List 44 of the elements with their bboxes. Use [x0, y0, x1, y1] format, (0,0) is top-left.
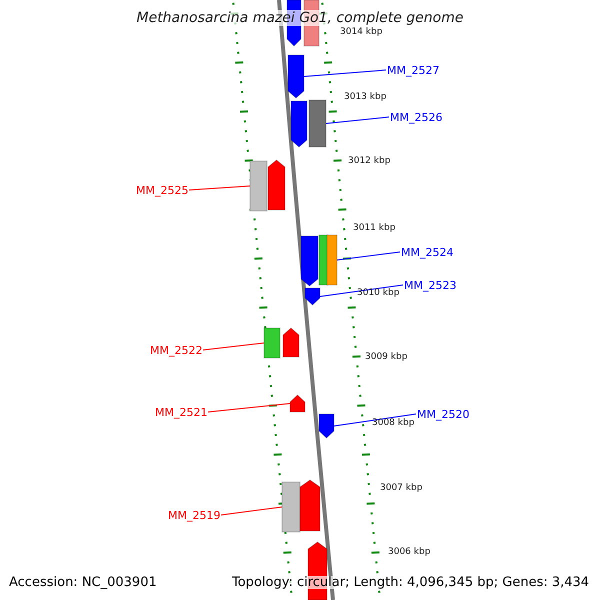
leader-line	[188, 186, 250, 190]
scale-label: 3009 kbp	[365, 352, 408, 362]
leader-line	[326, 116, 390, 124]
gene-block	[288, 54, 304, 99]
gene-label: MM_2522	[150, 344, 202, 356]
scale-label: 3010 kbp	[357, 288, 400, 298]
scale-label: 3011 kbp	[353, 224, 396, 232]
diagram-title: Methanosarcina mazei Go1, complete genome	[134, 10, 466, 26]
accession-text: Accession: NC_003901	[9, 576, 157, 588]
gene-block	[290, 100, 308, 148]
gene-block	[326, 234, 338, 286]
gene-label: MM_2526	[390, 112, 442, 122]
gene-block	[318, 414, 334, 439]
gene-block	[268, 159, 286, 210]
gene-block	[290, 394, 306, 412]
gene-label: MM_2521	[155, 406, 208, 418]
scale-label: 3014 kbp	[340, 28, 382, 36]
gene-block	[264, 328, 280, 358]
gene-block	[282, 482, 300, 532]
gene-label: MM_2523	[404, 280, 456, 290]
leader-line	[334, 414, 416, 426]
scale-label: 3008 kbp	[372, 418, 414, 428]
genome-info-text: Topology: circular; Length: 4,096,345 bp; Genes: 3,434	[232, 576, 590, 588]
gene-block	[304, 288, 320, 306]
gene-block	[282, 327, 300, 358]
gene-block	[308, 100, 326, 148]
gene-label: MM_2527	[387, 64, 440, 76]
leader-line	[220, 506, 282, 516]
scale-label: 3013 kbp	[344, 92, 386, 102]
gene-block	[318, 234, 328, 286]
gene-label: MM_2520	[417, 408, 470, 420]
leader-line	[208, 403, 290, 412]
leader-line	[320, 284, 404, 297]
gene-label: MM_2524	[401, 246, 454, 258]
gene-label: MM_2525	[136, 184, 188, 196]
scale-label: 3006 kbp	[388, 548, 430, 556]
scale-label: 3012 kbp	[348, 156, 390, 166]
leader-line	[336, 252, 400, 260]
gene-block	[300, 480, 320, 532]
leader-line	[202, 342, 264, 350]
leader-line	[304, 70, 386, 77]
gene-block	[250, 160, 268, 212]
scale-label: 3007 kbp	[380, 484, 422, 492]
gene-label: MM_2519	[168, 510, 220, 520]
